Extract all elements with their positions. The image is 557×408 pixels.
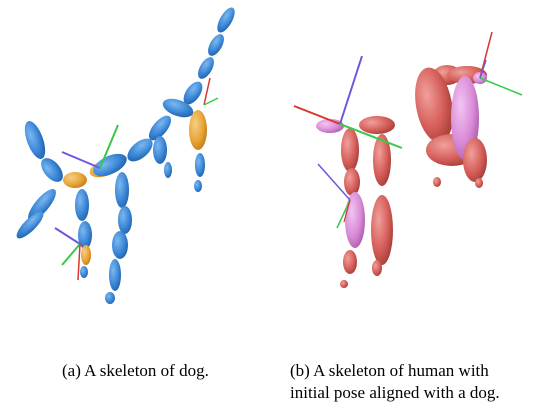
shin-bone bbox=[371, 195, 393, 265]
toe-bone bbox=[340, 280, 348, 288]
head-bone bbox=[21, 118, 50, 161]
axis-gizmo-hip bbox=[204, 78, 218, 105]
axis-gizmo-shoulder bbox=[480, 32, 522, 95]
dog-skeleton-figure bbox=[0, 0, 282, 315]
chest-joint bbox=[63, 172, 87, 188]
hand-bone bbox=[433, 177, 441, 187]
dog-skeleton-render bbox=[0, 0, 282, 315]
front-paw-bone bbox=[80, 266, 88, 278]
front-leg2-bone bbox=[112, 231, 128, 259]
front-leg2-bone bbox=[118, 206, 132, 234]
front-leg2-bone bbox=[115, 172, 129, 208]
lower-arm-bone bbox=[463, 138, 487, 182]
hind-leg-bone bbox=[164, 162, 172, 178]
front-foot-joint bbox=[81, 245, 91, 265]
caption-b-line1: (b) A skeleton of human with bbox=[290, 360, 550, 382]
front-leg2-bone bbox=[109, 259, 121, 291]
human-skeleton-render bbox=[282, 0, 557, 315]
neck-bone bbox=[359, 116, 395, 134]
spine-bone bbox=[195, 55, 217, 82]
front-paw-bone bbox=[105, 292, 115, 304]
caption-b-line2: initial pose aligned with a dog. bbox=[290, 382, 550, 404]
human-skeleton-figure bbox=[282, 0, 557, 315]
front-leg-bone bbox=[75, 189, 89, 221]
knee-bone bbox=[344, 168, 360, 196]
axis-gizmo-knee bbox=[318, 164, 350, 228]
hind-paw-bone bbox=[194, 180, 202, 192]
foot-bone bbox=[372, 260, 382, 276]
foot-bone bbox=[343, 250, 357, 274]
hind-leg-bone bbox=[195, 153, 205, 177]
hind-joint bbox=[189, 110, 207, 150]
axis-gizmo-foot bbox=[55, 228, 80, 280]
shin-joint bbox=[345, 192, 365, 248]
spine-bone bbox=[205, 32, 227, 59]
hind-leg-bone bbox=[153, 136, 167, 164]
figure-caption-a: (a) A skeleton of dog. bbox=[62, 360, 262, 382]
tail-bone bbox=[214, 5, 238, 35]
hand-bone bbox=[475, 178, 483, 188]
thigh-bone bbox=[341, 128, 359, 172]
figure-caption-b: (b) A skeleton of human with initial pos… bbox=[290, 360, 550, 404]
